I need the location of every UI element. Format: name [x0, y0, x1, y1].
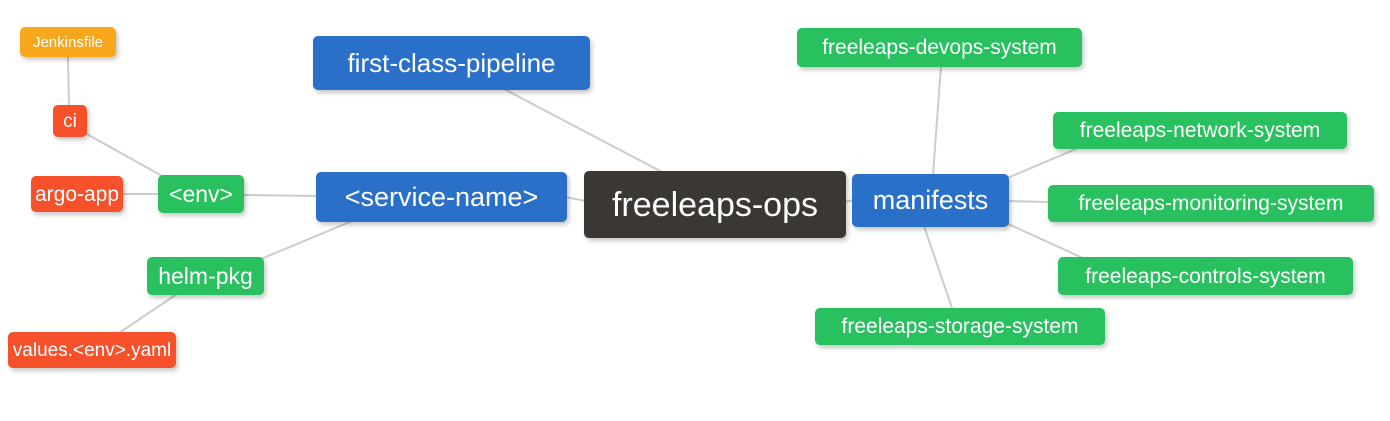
node-freeleaps-devops-system-label: freeleaps-devops-system: [822, 36, 1057, 59]
node-service-name-label: <service-name>: [344, 181, 539, 212]
edge-jenkinsfile-to-ci: [67, 56, 70, 107]
node-values-env-yaml[interactable]: values.<env>.yaml: [8, 332, 176, 368]
node-values-env-yaml-label: values.<env>.yaml: [12, 339, 172, 361]
node-freeleaps-monitoring-system-label: freeleaps-monitoring-system: [1078, 192, 1344, 215]
node-manifests-label: manifests: [872, 185, 989, 215]
node-freeleaps-network-system[interactable]: freeleaps-network-system: [1053, 112, 1347, 149]
edge-manifests-to-freeleaps-storage-system: [923, 225, 953, 309]
node-manifests[interactable]: manifests: [852, 174, 1009, 227]
edge-manifests-to-freeleaps-monitoring-system: [1007, 200, 1049, 203]
node-freeleaps-devops-system[interactable]: freeleaps-devops-system: [797, 28, 1082, 67]
edge-env-to-service-name: [243, 194, 317, 197]
edge-first-class-pipeline-to-freeleaps-ops: [503, 88, 663, 173]
edge-ci-to-env: [84, 132, 165, 178]
edge-service-name-to-helm-pkg: [260, 220, 353, 260]
node-jenkinsfile-label: Jenkinsfile: [32, 33, 104, 51]
node-freeleaps-ops-label: freeleaps-ops: [611, 185, 818, 224]
node-helm-pkg-label: helm-pkg: [158, 262, 253, 289]
node-jenkinsfile[interactable]: Jenkinsfile: [20, 27, 116, 57]
node-freeleaps-storage-system[interactable]: freeleaps-storage-system: [815, 308, 1105, 345]
node-argo-app[interactable]: argo-app: [31, 176, 123, 212]
edge-manifests-to-freeleaps-devops-system: [932, 65, 942, 176]
node-ci[interactable]: ci: [53, 105, 87, 137]
node-helm-pkg[interactable]: helm-pkg: [147, 257, 264, 295]
node-ci-label: ci: [63, 110, 77, 132]
node-env[interactable]: <env>: [158, 175, 244, 213]
node-first-class-pipeline-label: first-class-pipeline: [347, 48, 556, 78]
node-freeleaps-controls-system[interactable]: freeleaps-controls-system: [1058, 257, 1353, 295]
edge-service-name-to-freeleaps-ops: [565, 196, 586, 202]
node-env-label: <env>: [169, 180, 233, 207]
edge-helm-pkg-to-values-env-yaml: [118, 293, 178, 334]
node-service-name[interactable]: <service-name>: [316, 172, 567, 222]
edge-manifests-to-freeleaps-controls-system: [1005, 222, 1086, 260]
node-freeleaps-storage-system-label: freeleaps-storage-system: [841, 315, 1079, 338]
node-first-class-pipeline[interactable]: first-class-pipeline: [313, 36, 590, 90]
node-argo-app-label: argo-app: [34, 182, 120, 206]
edge-manifests-to-freeleaps-network-system: [1004, 148, 1077, 180]
node-freeleaps-network-system-label: freeleaps-network-system: [1079, 119, 1321, 142]
node-freeleaps-ops[interactable]: freeleaps-ops: [584, 171, 846, 238]
node-freeleaps-controls-system-label: freeleaps-controls-system: [1085, 264, 1326, 288]
node-freeleaps-monitoring-system[interactable]: freeleaps-monitoring-system: [1048, 185, 1374, 222]
